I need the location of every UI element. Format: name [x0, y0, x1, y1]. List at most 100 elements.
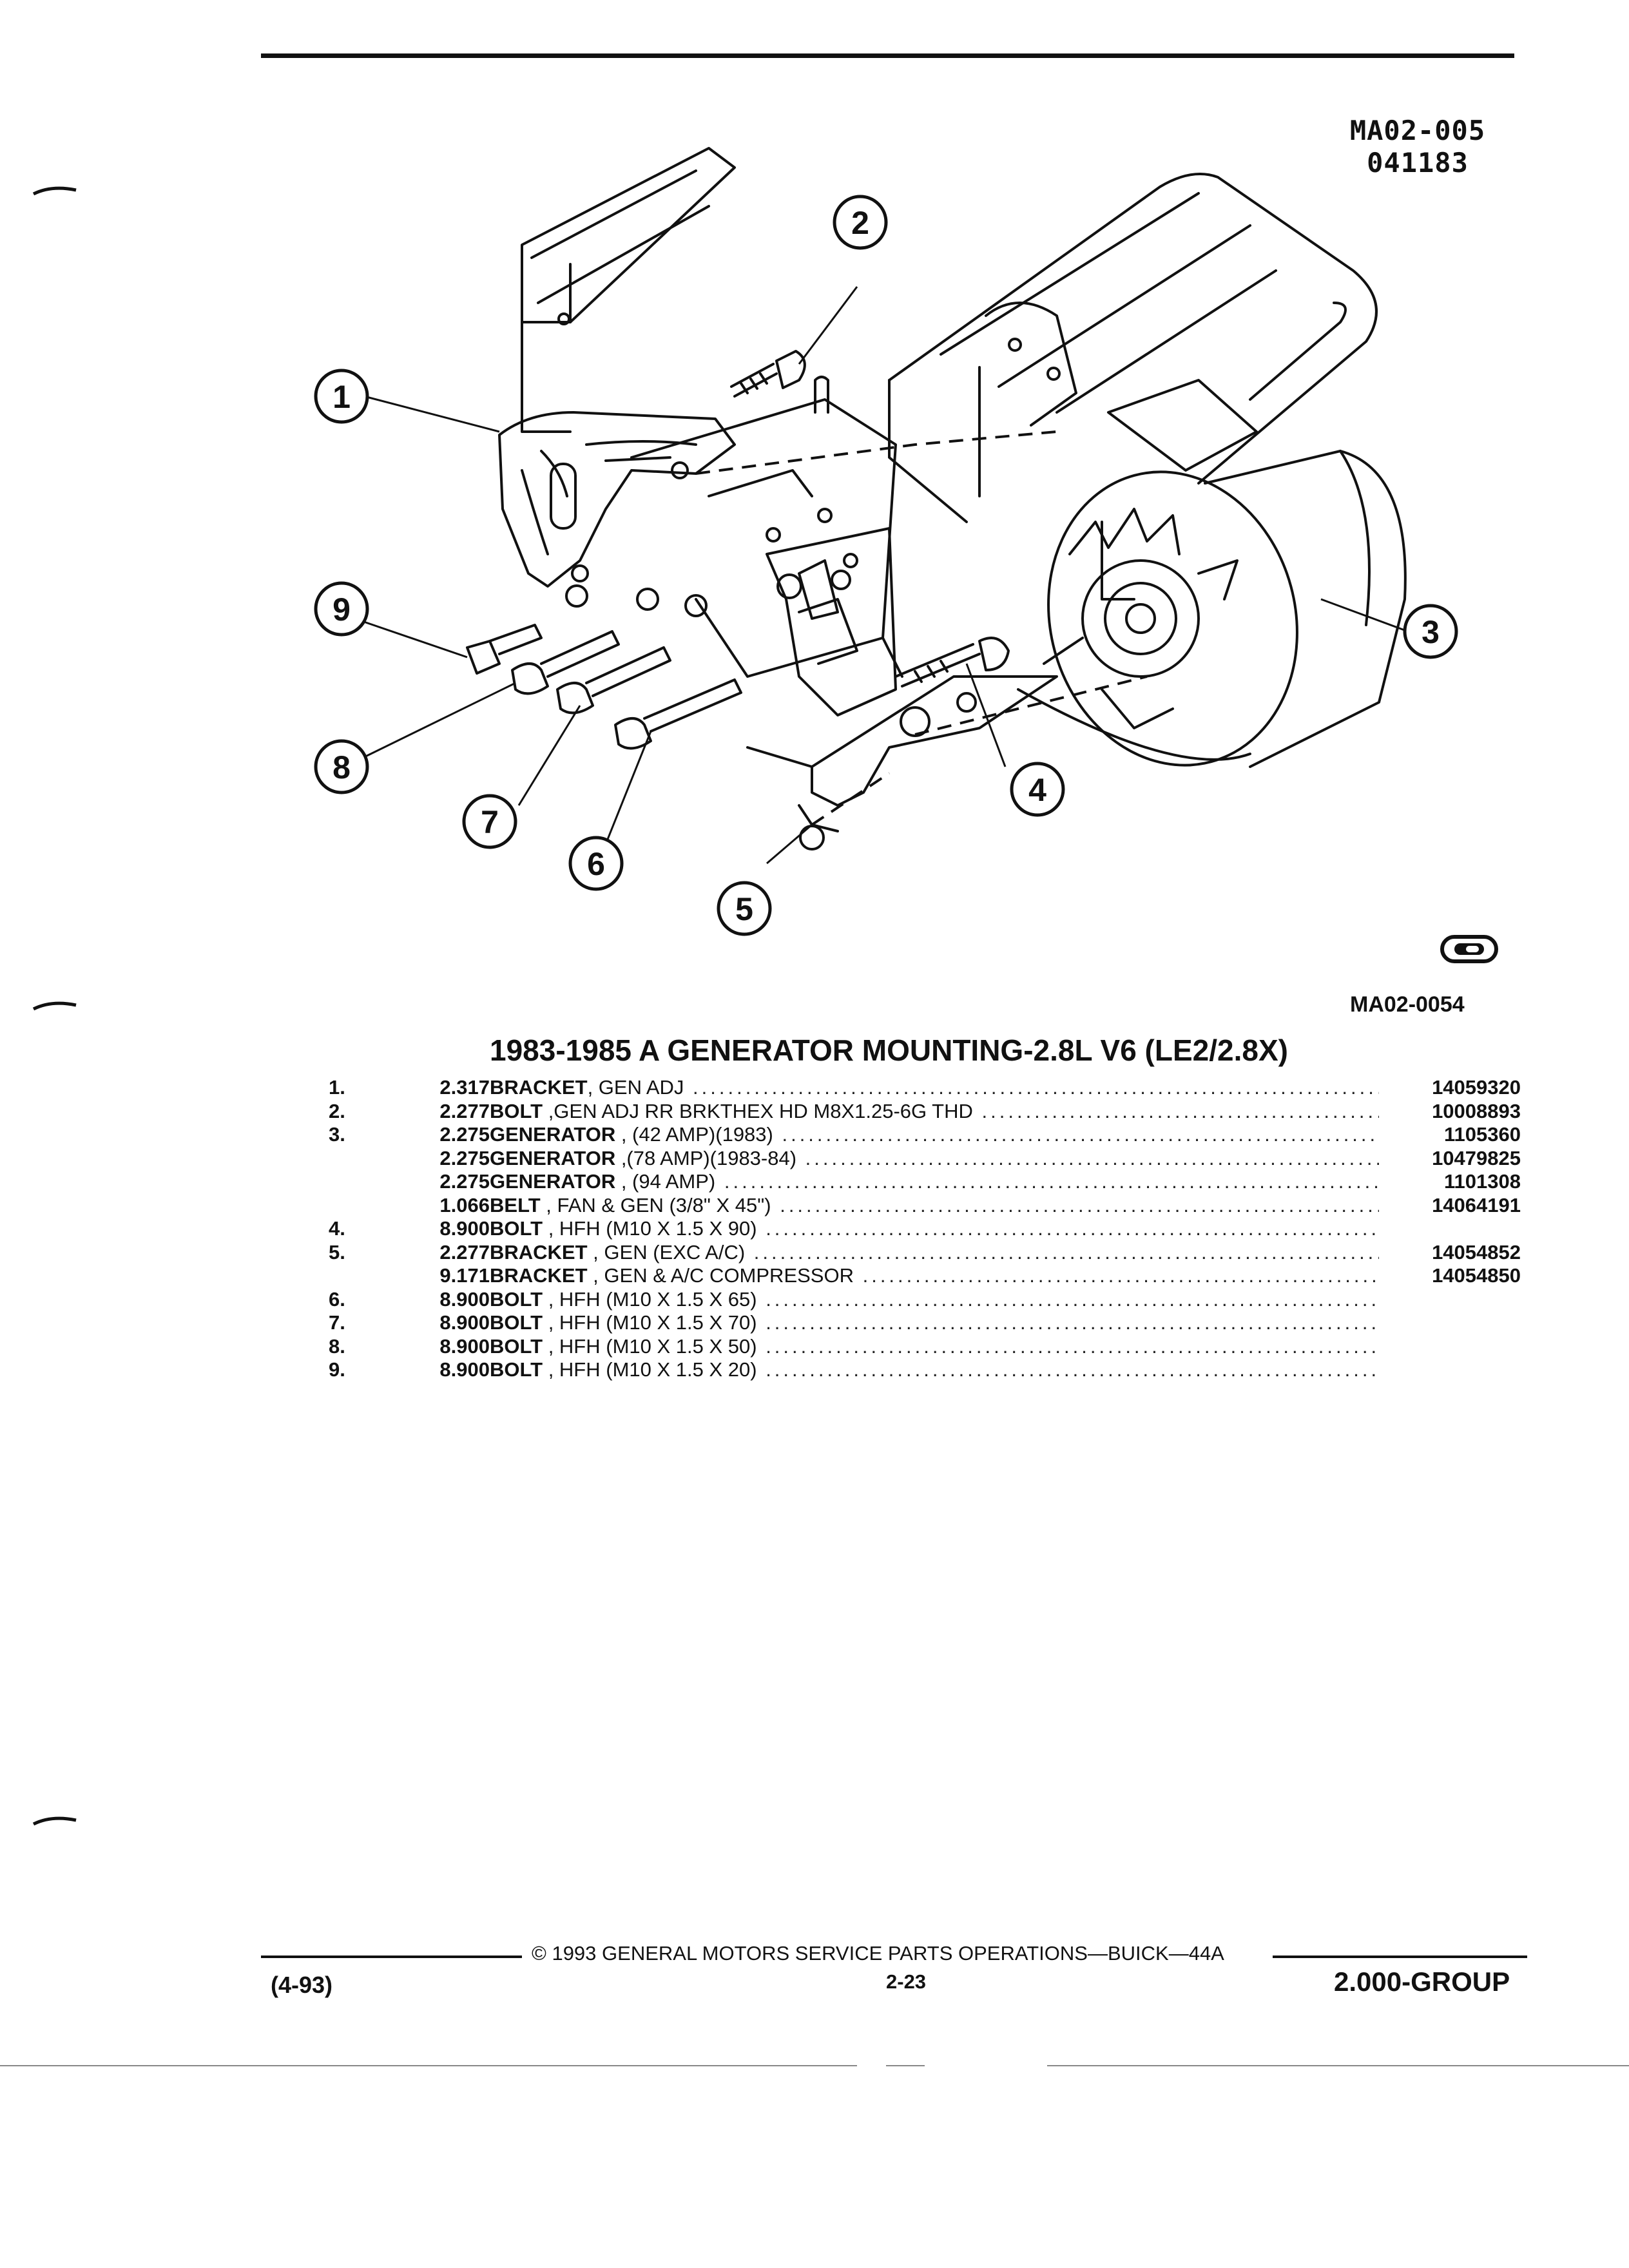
scan-rule — [0, 2065, 857, 2066]
bolt-4 — [894, 637, 1010, 687]
part-name: BOLT — [490, 1287, 543, 1311]
left-valve-cover — [521, 147, 736, 433]
callout-circle-6 — [568, 836, 624, 891]
callout-circle-7 — [462, 794, 517, 849]
item-number: 3. — [329, 1123, 345, 1146]
group-code: 2.275 — [439, 1170, 490, 1193]
part-detail: , FAN & GEN (3/8" X 45") — [540, 1193, 771, 1216]
scan-rule — [1047, 2065, 1629, 2066]
part-name: BOLT — [490, 1358, 543, 1381]
part-detail: ,GEN ADJ RR BRKTHEX HD M8X1.25-6G THD — [543, 1099, 973, 1122]
part-detail: , GEN & A/C COMPRESSOR — [587, 1264, 854, 1287]
callout-circle-8 — [314, 739, 369, 794]
footer-rule-left — [261, 1956, 522, 1958]
callout-circle-2 — [833, 195, 888, 250]
group-code: 2.275 — [439, 1146, 490, 1169]
group-code: 9.171 — [439, 1264, 490, 1287]
callout-circle-1 — [314, 369, 369, 424]
part-name: GENERATOR — [490, 1146, 616, 1169]
part-number: 10008893 — [1432, 1099, 1521, 1122]
dot-leader: ........................................… — [766, 1334, 1379, 1358]
part-description: BOLT , HFH (M10 X 1.5 X 20) ............… — [490, 1358, 1379, 1381]
part-name: BELT — [490, 1193, 541, 1216]
callout-5: 5 — [735, 891, 753, 927]
item-number: 6. — [329, 1287, 345, 1311]
belt — [1017, 688, 1251, 761]
group-code: 2.317 — [439, 1076, 490, 1099]
part-description: BOLT , HFH (M10 X 1.5 X 70) ............… — [490, 1311, 1379, 1334]
part-detail: , HFH (M10 X 1.5 X 65) — [543, 1287, 757, 1311]
right-valve-cover — [888, 173, 1378, 601]
part-description: BRACKET , GEN & A/C COMPRESSOR .........… — [490, 1264, 1379, 1287]
part-description: BOLT , HFH (M10 X 1.5 X 50) ............… — [490, 1335, 1379, 1358]
part-name: BOLT — [490, 1217, 543, 1240]
binder-mark — [32, 1814, 77, 1828]
part-description: BOLT , HFH (M10 X 1.5 X 65) ............… — [490, 1288, 1379, 1311]
item-number: 8. — [329, 1334, 345, 1358]
figure-code: MA02-0054 — [1350, 992, 1465, 1017]
part-detail: , GEN (EXC A/C) — [587, 1240, 746, 1264]
drawing-code-primary: MA02-005 — [1349, 115, 1486, 146]
part-name: GENERATOR — [490, 1123, 616, 1146]
part-description: GENERATOR , (42 AMP)(1983) .............… — [490, 1123, 1379, 1146]
part-number: 14054850 — [1432, 1264, 1521, 1287]
group-code: 2.277 — [439, 1099, 490, 1122]
part-description: BELT , FAN & GEN (3/8" X 45") ..........… — [490, 1194, 1379, 1217]
group-code: 1.066 — [439, 1193, 490, 1216]
item-number: 9. — [329, 1358, 345, 1381]
bolt-9 — [466, 624, 543, 675]
callout-circle-5 — [717, 881, 772, 936]
callout-circle-9 — [314, 581, 369, 637]
generator-bracket — [746, 527, 1058, 850]
group-code: 8.900 — [439, 1217, 490, 1240]
dot-leader: ........................................… — [693, 1076, 1379, 1099]
callout-4: 4 — [1028, 772, 1046, 808]
callout-3: 3 — [1422, 614, 1440, 650]
part-detail: , HFH (M10 X 1.5 X 50) — [543, 1334, 757, 1358]
part-detail: , HFH (M10 X 1.5 X 20) — [543, 1358, 757, 1381]
top-rule — [261, 53, 1514, 58]
group-code: 8.900 — [439, 1287, 490, 1311]
group-code: 8.900 — [439, 1311, 490, 1334]
part-number: 14054852 — [1432, 1240, 1521, 1264]
group-code: 2.275 — [439, 1123, 490, 1146]
callout-2: 2 — [851, 205, 869, 241]
revision-date: (4-93) — [271, 1972, 333, 1998]
callout-circle-3 — [1403, 604, 1458, 659]
item-number: 5. — [329, 1240, 345, 1264]
callout-circle-4 — [1010, 762, 1065, 817]
dot-leader: ........................................… — [862, 1264, 1379, 1287]
item-number: 4. — [329, 1217, 345, 1240]
part-name: BRACKET — [490, 1240, 588, 1264]
bolt-6 — [614, 678, 742, 750]
dot-leader: ........................................… — [780, 1193, 1379, 1216]
part-number: 1105360 — [1444, 1123, 1521, 1146]
part-name: BOLT — [490, 1099, 543, 1122]
part-detail: ,(78 AMP)(1983-84) — [615, 1146, 797, 1169]
part-name: BRACKET — [490, 1264, 588, 1287]
part-description: BRACKET, GEN ADJ .......................… — [490, 1076, 1379, 1099]
callout-7: 7 — [481, 804, 499, 840]
part-name: BOLT — [490, 1334, 543, 1358]
drawing-code: MA02-005 041183 — [1321, 115, 1514, 179]
part-detail: , (94 AMP) — [615, 1170, 716, 1193]
dot-leader: ........................................… — [766, 1311, 1379, 1334]
scan-rule — [886, 2065, 925, 2066]
dot-leader: ........................................… — [805, 1146, 1379, 1169]
adjust-bracket — [498, 411, 736, 588]
part-detail: , GEN ADJ — [587, 1076, 684, 1099]
dot-leader: ........................................… — [782, 1123, 1379, 1146]
part-detail: , HFH (M10 X 1.5 X 90) — [543, 1217, 757, 1240]
part-number: 10479825 — [1432, 1146, 1521, 1169]
part-detail: , HFH (M10 X 1.5 X 70) — [543, 1311, 757, 1334]
dot-leader: ........................................… — [724, 1170, 1379, 1193]
part-name: BRACKET — [490, 1076, 588, 1099]
